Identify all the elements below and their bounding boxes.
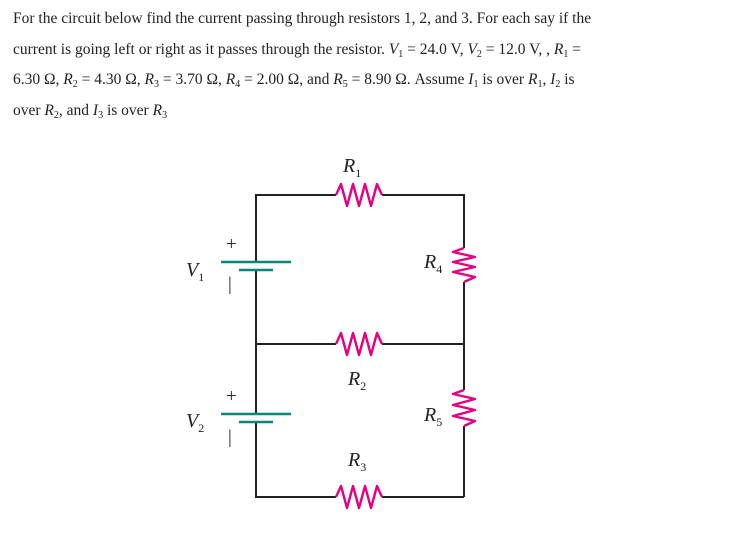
problem-text: ,: [542, 71, 551, 88]
problem-text: 6.30 Ω,: [13, 71, 64, 88]
variable-subscript: 1: [398, 48, 404, 60]
variable-symbol: R: [144, 71, 154, 88]
problem-text: = 8.90 Ω. Assume: [347, 71, 469, 88]
problem-line: For the circuit below find the current p…: [13, 4, 725, 35]
problem-text: is over: [478, 71, 528, 88]
wire-top-left: [255, 194, 336, 262]
v1-plus-sign: +: [226, 234, 237, 255]
variable-symbol: I: [550, 71, 556, 88]
variable-subscript: 3: [153, 79, 159, 90]
variable-symbol: I: [468, 71, 474, 88]
variable-symbol: R: [44, 101, 54, 119]
variable-subscript: 4: [235, 79, 241, 90]
resistor-r5: [451, 388, 477, 428]
wire-bottom-left: [255, 422, 336, 498]
variable-symbol: R: [333, 71, 343, 88]
variable-symbol: R: [527, 71, 538, 88]
problem-text: is: [560, 71, 575, 88]
variable-symbol: R: [63, 71, 73, 88]
variable-subscript: 2: [555, 79, 561, 90]
v2-plus-sign: +: [226, 386, 237, 407]
problem-line: current is going left or right as it pas…: [13, 35, 725, 66]
problem-text: is over: [103, 101, 153, 119]
problem-text: = 4.30 Ω,: [77, 71, 145, 88]
variable-subscript: 2: [476, 48, 482, 60]
label-r2: R2: [347, 368, 366, 393]
variable-symbol: R: [152, 101, 163, 119]
problem-text: over: [13, 101, 45, 119]
resistor-r3: [334, 484, 384, 510]
label-v1: V1: [186, 259, 204, 284]
problem-text: = 12.0 V, ,: [481, 40, 554, 58]
variable-subscript: 2: [53, 109, 59, 121]
problem-line: 6.30 Ω, R2 = 4.30 Ω, R3 = 3.70 Ω, R4 = 2…: [13, 65, 725, 96]
label-r1: R1: [342, 155, 361, 180]
problem-line: over R2, and I3 is over R3: [13, 96, 725, 127]
circuit-labels: R1 R2 R3 R4 R5 V1 V2 + | + |: [186, 155, 442, 474]
problem-text: = 2.00 Ω, and: [240, 71, 334, 88]
variable-subscript: 1: [563, 48, 569, 60]
variable-subscript: 3: [162, 109, 168, 121]
resistor-r1: [334, 182, 384, 208]
problem-text: = 24.0 V,: [403, 40, 468, 58]
variable-subscript: 1: [473, 79, 479, 90]
problem-text: , and: [58, 101, 93, 119]
variable-subscript: 3: [98, 109, 104, 121]
problem-text: current is going left or right as it pas…: [13, 40, 389, 58]
wire-top-right: [382, 194, 465, 248]
resistors: [334, 182, 477, 510]
problem-text: For the circuit below find the current p…: [13, 10, 592, 27]
label-v2: V2: [186, 410, 204, 435]
problem-statement: For the circuit below find the current p…: [13, 4, 725, 126]
batteries: [221, 260, 291, 424]
v2-minus-sign: |: [228, 427, 232, 448]
variable-symbol: R: [225, 71, 236, 88]
resistor-r4: [451, 246, 477, 284]
problem-text: =: [568, 40, 581, 58]
label-r4: R4: [423, 251, 442, 276]
variable-symbol: I: [92, 101, 99, 119]
variable-symbol: V: [467, 40, 477, 58]
problem-text: = 3.70 Ω,: [158, 71, 226, 88]
variable-symbol: R: [553, 40, 564, 58]
v1-minus-sign: |: [228, 274, 232, 295]
variable-subscript: 1: [537, 79, 543, 90]
circuit-wires: [255, 194, 465, 498]
variable-subscript: 2: [72, 79, 78, 90]
variable-subscript: 5: [342, 79, 348, 90]
label-r5: R5: [423, 404, 442, 429]
variable-symbol: V: [388, 40, 399, 58]
label-r3: R3: [347, 449, 366, 474]
resistor-r2: [334, 331, 384, 357]
